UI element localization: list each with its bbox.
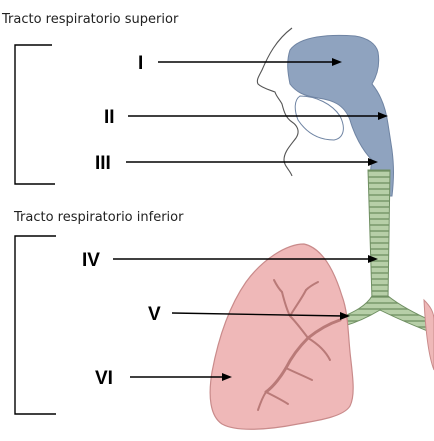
trachea	[368, 170, 390, 300]
main-bronchi	[340, 296, 434, 332]
label-IV: IV	[82, 250, 100, 271]
label-I: I	[138, 53, 143, 74]
upper-tract-title: Tracto respiratorio superior	[1, 12, 179, 27]
label-V: V	[148, 304, 161, 325]
upper-bracket	[15, 45, 55, 184]
label-II: II	[104, 107, 115, 128]
left-lung	[210, 244, 353, 429]
lower-tract-title: Tracto respiratorio inferior	[13, 210, 184, 225]
right-lung-edge	[424, 300, 434, 370]
label-III: III	[95, 153, 111, 174]
label-VI: VI	[95, 368, 113, 389]
lower-bracket	[15, 236, 56, 414]
